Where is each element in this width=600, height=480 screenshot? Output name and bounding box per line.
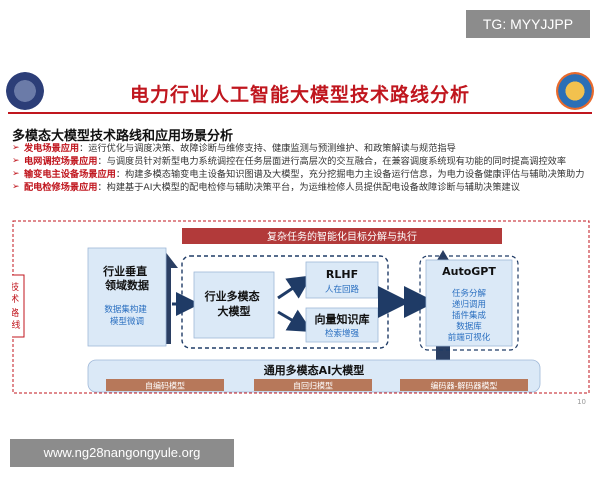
arrow-bullet-icon: ➢	[12, 182, 20, 192]
core-to-rlhf-arrow	[277, 275, 312, 300]
technology-roadmap-diagram: 技 术 路 线 复杂任务的智能化目标分解与执行 行业垂直 领域数据 数据集构建 …	[12, 220, 590, 394]
bullet-distribution-maintenance: ➢ 配电检修场景应用：构建基于AI大模型的配电检修与辅助决策平台，为运维检修人员…	[12, 181, 590, 194]
slide-title: 电力行业人工智能大模型技术路线分析	[129, 84, 470, 106]
top-banner-label: 复杂任务的智能化目标分解与执行	[267, 230, 417, 243]
bullet-text: ：构建基于AI大模型的配电检修与辅助决策平台，为运维检修人员提供配电设备故障诊断…	[97, 182, 520, 193]
encoder-decoder-model-label: 编码器-解码器模型	[431, 381, 498, 391]
bullet-text: ：构建多模态输变电主设备知识图谱及大模型，充分挖掘电力主设备运行信息，为电力设备…	[115, 169, 585, 180]
watermark-telegram: TG: MYYJJPP	[466, 10, 590, 38]
core-to-knowledge-arrow	[277, 309, 313, 333]
bullet-label: 电网调控场景应用	[24, 156, 98, 167]
core-model-label: 行业多模态 大模型	[204, 289, 264, 318]
autogpt-item: 递归调用	[452, 299, 486, 310]
bullet-power-generation: ➢ 发电场景应用：运行优化与调度决策、故障诊断与维修支持、健康监测与预测维护、和…	[12, 142, 590, 155]
industry-data-box	[87, 247, 167, 347]
autogpt-item: 任务分解	[452, 288, 487, 299]
watermark-url: www.ng28nangongyule.org	[10, 439, 234, 467]
bullet-text: ：运行优化与调度决策、故障诊断与维修支持、健康监测与预测维护、和政策解读与规范指…	[79, 143, 456, 154]
industry-multimodal-model-box	[193, 271, 275, 339]
side-label: 技 术 路 线	[12, 281, 22, 331]
arrow-bullet-icon: ➢	[12, 143, 20, 153]
arrow-bullet-icon: ➢	[12, 169, 20, 179]
autoencoder-model-tag	[106, 379, 224, 391]
autogpt-box	[425, 259, 513, 347]
top-banner	[182, 228, 502, 244]
page-number: 10	[577, 398, 586, 406]
autoregressive-model-label: 自回归模型	[293, 381, 333, 391]
bullet-label: 配电检修场景应用	[24, 182, 98, 193]
bullet-transmission-equipment: ➢ 输变电主设备场景应用：构建多模态输变电主设备知识图谱及大模型，充分挖掘电力主…	[12, 168, 590, 181]
industry-data-subtitle: 数据集构建 模型微调	[104, 304, 149, 327]
bullet-label: 输变电主设备场景应用	[24, 169, 116, 180]
autogpt-item: 数据库	[456, 321, 482, 332]
autogpt-container	[419, 255, 519, 351]
rlhf-title: RLHF	[326, 268, 358, 281]
bullet-grid-dispatch: ➢ 电网调控场景应用：与调度员针对新型电力系统调控在任务层面进行高层次的交互融合…	[12, 155, 590, 168]
autogpt-item: 前端可视化	[448, 332, 491, 343]
autoregressive-model-tag	[254, 379, 372, 391]
side-label-box	[12, 274, 25, 338]
section-heading: 多模态大模型技术路线和应用场景分析	[12, 129, 234, 144]
vector-knowledge-base-box	[305, 307, 379, 343]
application-scenario-list: ➢ 发电场景应用：运行优化与调度决策、故障诊断与维修支持、健康监测与预测维护、和…	[12, 142, 590, 194]
bullet-text: ：与调度员针对新型电力系统调控在任务层面进行高层次的交互融合，在兼容调度系统现有…	[97, 156, 567, 167]
encoder-decoder-model-tag	[400, 379, 528, 391]
title-divider	[8, 112, 592, 114]
knowledge-subtitle: 检索增强	[325, 328, 360, 339]
industry-data-title: 行业垂直 领域数据	[102, 264, 151, 292]
autogpt-title: AutoGPT	[442, 265, 496, 278]
autoencoder-model-label: 自编码模型	[145, 381, 185, 391]
base-model-title: 通用多模态AI大模型	[264, 363, 365, 377]
rlhf-box	[305, 261, 379, 299]
rlhf-subtitle: 人在回路	[325, 284, 360, 295]
bullet-label: 发电场景应用	[24, 143, 80, 154]
arrow-bullet-icon: ➢	[12, 156, 20, 166]
organization-logo-right	[556, 72, 594, 110]
university-logo-left	[6, 72, 44, 110]
knowledge-title: 向量知识库	[315, 312, 370, 326]
autogpt-item: 插件集成	[452, 310, 487, 321]
